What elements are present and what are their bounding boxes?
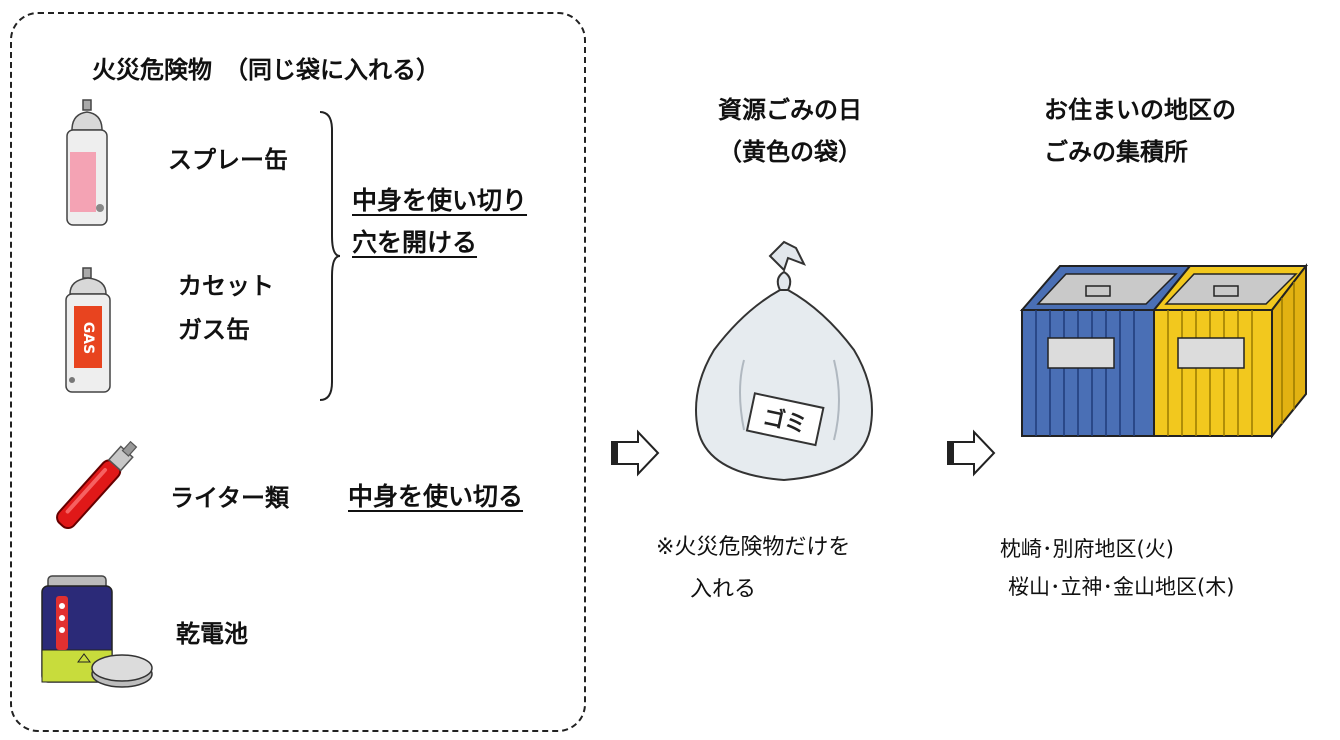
gas-can-label: GAS <box>80 322 96 354</box>
recycling-day-heading: 資源ごみの日 <box>718 96 862 124</box>
grouping-brace <box>319 111 341 401</box>
schedule-line1: 枕崎･別府地区(火) <box>1000 537 1174 561</box>
note-line2: 入れる <box>690 577 757 602</box>
note-line1: ※火災危険物だけを <box>656 535 851 560</box>
hazardous-items-panel <box>10 12 586 732</box>
instruction-use-up-and-pierce: 中身を使い切り <box>352 186 528 215</box>
spray-can-icon <box>66 99 108 226</box>
instruction-use-up: 中身を使い切る <box>348 482 524 511</box>
lighter-icon <box>56 440 138 530</box>
arrow-right-icon-2 <box>947 429 996 477</box>
garbage-bag-icon: ゴミ <box>695 240 873 482</box>
instruction-pierce: 穴を開ける <box>352 228 478 257</box>
collection-point-heading-line2: ごみの集積所 <box>1044 138 1188 166</box>
collection-point-heading-line1: お住まいの地区の <box>1044 96 1236 124</box>
gas-can-icon: GAS <box>65 267 111 393</box>
schedule-line2: 桜山･立神･金山地区(木) <box>1008 575 1235 599</box>
battery-icon <box>41 575 153 688</box>
item-spray-can: スプレー缶 <box>168 146 288 174</box>
collection-bins-icon <box>1019 263 1309 439</box>
arrow-right-icon-1 <box>611 429 660 477</box>
item-cassette-line2: ガス缶 <box>178 316 250 344</box>
item-lighter: ライター類 <box>170 484 290 512</box>
yellow-bag-heading: （黄色の袋） <box>718 138 862 166</box>
item-cassette-line1: カセット <box>178 272 274 300</box>
panel-title: 火災危険物 （同じ袋に入れる） <box>92 56 440 84</box>
item-battery: 乾電池 <box>176 620 248 648</box>
